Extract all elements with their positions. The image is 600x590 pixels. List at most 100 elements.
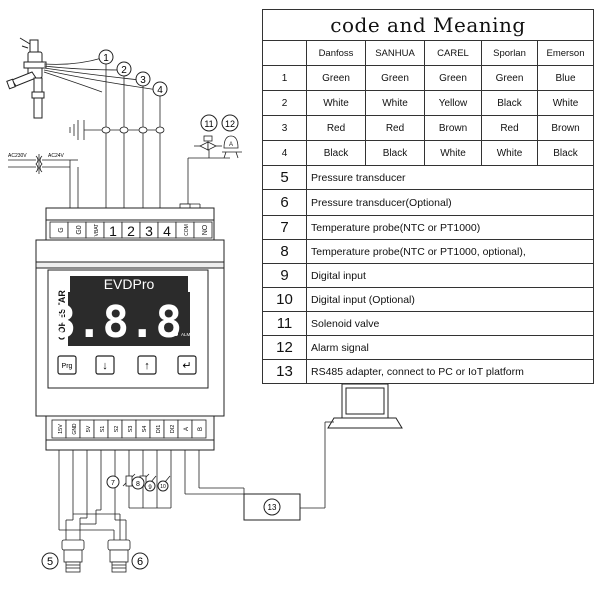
- row-number: 13: [262, 359, 307, 384]
- wire-color: White: [537, 90, 594, 116]
- terminal-di1: DI1: [156, 425, 162, 434]
- wire-color: Black: [306, 140, 366, 166]
- row-number: 1: [262, 65, 307, 91]
- table-row: 9 Digital input: [262, 263, 594, 288]
- alarm-icon: A: [222, 135, 242, 159]
- pressure-transducer-5: [61, 539, 85, 573]
- table-row: 6 Pressure transducer(Optional): [262, 189, 594, 216]
- svg-text:Prg: Prg: [62, 363, 73, 370]
- top-terminal-block: G G0 VBAT 1 2 3 4 COM NO: [49, 221, 213, 239]
- table-row: 12 Alarm signal: [262, 335, 594, 360]
- expansion-valve: [6, 37, 47, 119]
- callout-12: 12: [221, 114, 239, 132]
- table-row: 10 Digital input (Optional): [262, 287, 594, 312]
- terminal-gnd: GND: [72, 423, 78, 435]
- power-in-label: AC230V: [8, 153, 27, 159]
- brand-carel: CAREL: [424, 40, 482, 66]
- terminal-s4: S4: [142, 426, 148, 433]
- svg-text:7: 7: [111, 480, 115, 487]
- callout-5: 5: [41, 552, 59, 570]
- cable-ferrites: [101, 126, 165, 134]
- wire-color: Green: [424, 65, 482, 91]
- valve-wires: [83, 64, 164, 222]
- svg-text:5: 5: [47, 556, 53, 568]
- up-button[interactable]: ↑: [137, 355, 157, 375]
- wire-color: Brown: [424, 115, 482, 141]
- row-meaning: Digital input (Optional): [306, 287, 594, 312]
- callout-9: 9: [144, 480, 156, 492]
- brand-emerson: Emerson: [537, 40, 594, 66]
- table-row: 3 Red Red Brown Red Brown: [262, 115, 594, 141]
- table-row: 11 Solenoid valve: [262, 311, 594, 336]
- terminal-4: 4: [163, 223, 171, 239]
- svg-text:↓: ↓: [102, 360, 108, 372]
- terminal-b: B: [198, 427, 204, 431]
- down-button[interactable]: ↓: [95, 355, 115, 375]
- wire-color: Green: [306, 65, 366, 91]
- wire-color: White: [365, 90, 425, 116]
- brand-sporlan: Sporlan: [481, 40, 538, 66]
- terminal-s2: S2: [114, 426, 120, 433]
- row-meaning: Pressure transducer(Optional): [306, 189, 594, 216]
- callout-1: 1: [98, 49, 114, 65]
- row-number: 4: [262, 140, 307, 166]
- brand-danfoss: Danfoss: [306, 40, 366, 66]
- callout-7: 7: [106, 475, 120, 489]
- row-meaning: Alarm signal: [306, 335, 594, 360]
- callout-8: 8: [131, 476, 145, 490]
- table-row: 5 Pressure transducer: [262, 165, 594, 190]
- row-number: 6: [262, 189, 307, 216]
- table-cell: [262, 40, 307, 66]
- ground-symbol: [69, 120, 79, 140]
- terminal-15v: 15V: [58, 424, 64, 434]
- table-row: 1 Green Green Green Green Blue: [262, 65, 594, 91]
- enter-button[interactable]: ↵: [177, 355, 197, 375]
- row-meaning: Pressure transducer: [306, 165, 594, 190]
- callout-6: 6: [131, 552, 149, 570]
- wire-color: Black: [537, 140, 594, 166]
- wire-color: White: [306, 90, 366, 116]
- svg-text:↑: ↑: [144, 360, 150, 372]
- svg-text:9: 9: [148, 485, 152, 491]
- svg-text:4: 4: [157, 85, 163, 96]
- terminal-vbat: VBAT: [94, 224, 100, 237]
- terminal-g0: G0: [76, 225, 83, 234]
- table-row: 2 White White Yellow Black White: [262, 90, 594, 116]
- terminal-3: 3: [145, 223, 153, 239]
- wire-color: Red: [365, 115, 425, 141]
- callout-4: 4: [152, 81, 168, 97]
- wire-color: White: [424, 140, 482, 166]
- row-number: 7: [262, 215, 307, 240]
- terminal-1: 1: [109, 223, 117, 239]
- solenoid-valve-icon: [194, 135, 222, 151]
- row-meaning: Solenoid valve: [306, 311, 594, 336]
- row-meaning: Temperature probe(NTC or PT1000): [306, 215, 594, 240]
- row-meaning: Temperature probe(NTC or PT1000, optiona…: [306, 239, 594, 264]
- prg-button[interactable]: Prg: [57, 355, 77, 375]
- row-meaning: RS485 adapter, connect to PC or IoT plat…: [306, 359, 594, 384]
- row-number: 12: [262, 335, 307, 360]
- terminal-com: COM: [184, 224, 190, 236]
- callout-11: 11: [200, 114, 218, 132]
- table-row: 8 Temperature probe(NTC or PT1000, optio…: [262, 239, 594, 264]
- terminal-s3: S3: [128, 426, 134, 433]
- terminal-a: A: [184, 427, 190, 431]
- row-number: 11: [262, 311, 307, 336]
- svg-text:1: 1: [103, 53, 109, 64]
- code-meaning-table: code and Meaning Danfoss SANHUA CAREL Sp…: [262, 9, 594, 384]
- wire-color: Yellow: [424, 90, 482, 116]
- terminal-g: G: [58, 227, 65, 232]
- wire-color: White: [481, 140, 538, 166]
- wire-color: Black: [365, 140, 425, 166]
- callout-3: 3: [135, 71, 151, 87]
- svg-text:↵: ↵: [182, 360, 191, 372]
- svg-text:A: A: [229, 142, 233, 148]
- wire-color: Green: [365, 65, 425, 91]
- keypad: Prg ↓ ↑ ↵: [57, 355, 197, 375]
- laptop-icon: [327, 383, 403, 429]
- seven-segment-display: 8.8.8.: [50, 297, 209, 348]
- terminal-no: NO: [202, 224, 209, 235]
- row-number: 8: [262, 239, 307, 264]
- svg-text:2: 2: [121, 65, 127, 76]
